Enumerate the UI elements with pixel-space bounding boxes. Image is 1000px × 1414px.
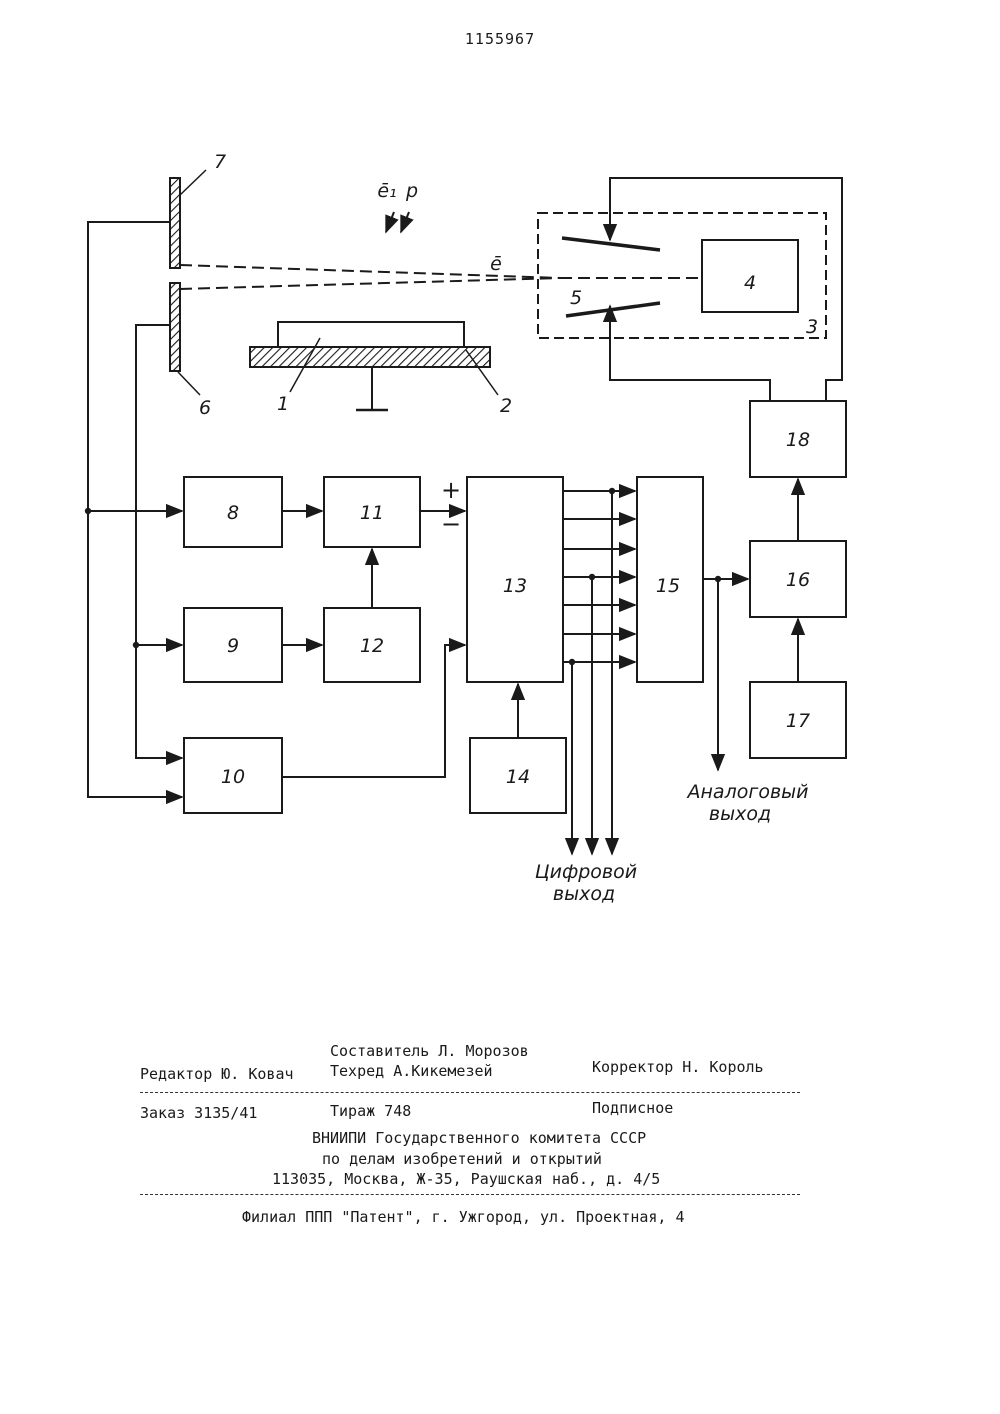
label-block-10: 10	[221, 766, 245, 788]
label-6: 6	[199, 397, 211, 419]
label-7: 7	[214, 151, 226, 173]
label-block-13: 13	[503, 575, 527, 597]
label-block-11: 11	[360, 502, 384, 524]
digital-output-label-1: Цифровой	[535, 861, 637, 883]
label-1: 1	[277, 393, 289, 415]
label-block-17: 17	[786, 710, 810, 732]
label-minus: −	[441, 510, 461, 538]
label-block-18: 18	[786, 429, 810, 451]
footer-org-3: 113035, Москва, Ж-35, Раушская наб., д. …	[272, 1170, 660, 1188]
sample-holder-2	[250, 347, 490, 367]
label-block-8: 8	[227, 502, 239, 524]
detector-plate-7	[170, 178, 180, 268]
label-5: 5	[570, 287, 582, 309]
footer-rule-2	[140, 1194, 800, 1195]
label-incident-e1: ē₁	[377, 180, 396, 202]
detector-plate-6	[170, 283, 180, 371]
analyzer-housing-3	[538, 213, 826, 338]
label-block-15: 15	[656, 575, 680, 597]
footer-circulation: Тираж 748	[330, 1102, 411, 1120]
footer-org-1: ВНИИПИ Государственного комитета СССР	[312, 1129, 646, 1147]
label-plus: +	[441, 476, 461, 504]
footer-corrector: Корректор Н. Король	[592, 1058, 764, 1076]
label-incident-p: p	[405, 180, 418, 202]
footer-order: Заказ 3135/41	[140, 1104, 257, 1122]
label-block-4: 4	[744, 272, 756, 294]
footer-subscription: Подписное	[592, 1099, 673, 1117]
footer-org-2: по делам изобретений и открытий	[322, 1150, 602, 1168]
sample-1	[278, 322, 464, 347]
block-diagram: 4 8 9 10 11 12 13 14 15 16 17 18 7 6 1 2…	[0, 0, 1000, 960]
footer-rule-1	[140, 1092, 800, 1093]
label-3: 3	[806, 316, 818, 338]
label-block-14: 14	[506, 766, 530, 788]
digital-output-label-2: выход	[553, 883, 615, 905]
label-2: 2	[500, 395, 512, 417]
analog-output-label-2: выход	[709, 803, 771, 825]
footer-compiler: Составитель Л. Морозов	[330, 1042, 529, 1060]
footer-techred: Техред А.Кикемезей	[330, 1062, 493, 1080]
footer-editor: Редактор Ю. Ковач	[140, 1065, 294, 1083]
label-block-9: 9	[227, 635, 239, 657]
footer-branch: Филиал ППП "Патент", г. Ужгород, ул. Про…	[242, 1208, 685, 1226]
label-beam-e: ē	[490, 253, 502, 275]
label-block-16: 16	[786, 569, 810, 591]
analog-output-label-1: Аналоговый	[686, 781, 809, 803]
label-block-12: 12	[360, 635, 384, 657]
